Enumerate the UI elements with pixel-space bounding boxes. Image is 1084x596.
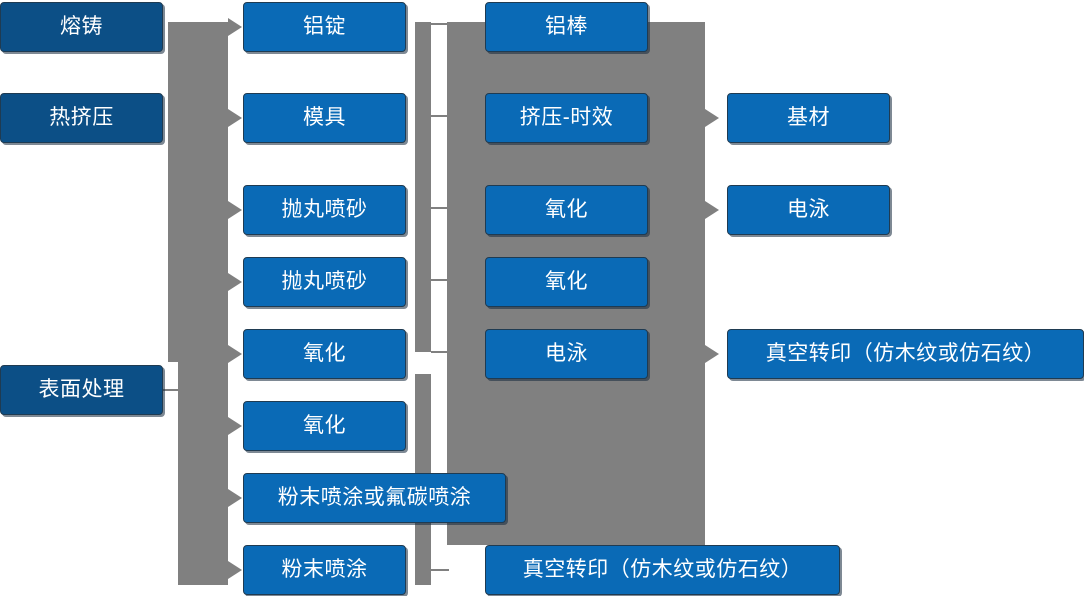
arrow-to-ingot: [228, 18, 242, 36]
process-box-mold[interactable]: 模具: [243, 93, 406, 143]
arrow-to-shotblast-1: [228, 201, 242, 219]
process-label: 铝棒: [545, 15, 588, 39]
process-label: 粉末喷涂或氟碳喷涂: [277, 486, 472, 510]
stage-box-surface-treatment[interactable]: 表面处理: [0, 365, 163, 415]
tie-line-extrude-age: [431, 115, 449, 117]
process-box-shotblast-1[interactable]: 抛丸喷砂: [243, 185, 406, 235]
arrow-to-oxidation-1: [228, 345, 242, 363]
stage-label: 熔铸: [60, 15, 103, 39]
process-box-vacuum-transfer-print-1[interactable]: 真空转印（仿木纹或仿石纹）: [485, 545, 840, 595]
tie-line-oxidation-4: [431, 279, 449, 281]
process-label: 基材: [787, 106, 830, 130]
process-label: 氧化: [545, 270, 588, 294]
process-label: 氧化: [303, 342, 346, 366]
process-box-aluminum-bar[interactable]: 铝棒: [485, 2, 648, 52]
arrow-to-shotblast-2: [228, 273, 242, 291]
process-label: 电泳: [787, 198, 830, 222]
connector-band-left-joiner: [168, 22, 228, 362]
arrow-to-powder-fluoro: [228, 489, 242, 507]
process-label: 铝锭: [303, 15, 346, 39]
process-box-oxidation-1[interactable]: 氧化: [243, 329, 406, 379]
connector-band-left-lower: [178, 362, 228, 585]
process-box-oxidation-2[interactable]: 氧化: [243, 401, 406, 451]
arrow-to-vacuum-print-2: [705, 345, 719, 363]
process-label: 挤压-时效: [519, 106, 614, 130]
arrow-to-substrate: [705, 109, 719, 127]
process-box-electrophoresis-1[interactable]: 电泳: [485, 329, 648, 379]
process-label: 粉末喷涂: [281, 558, 368, 582]
stage-box-casting[interactable]: 熔铸: [0, 2, 163, 52]
process-box-ingot[interactable]: 铝锭: [243, 2, 406, 52]
arrow-to-electro-2: [705, 201, 719, 219]
process-box-shotblast-2[interactable]: 抛丸喷砂: [243, 257, 406, 307]
connector-rail-upper: [415, 22, 431, 352]
tie-line-bar: [431, 23, 449, 25]
process-label: 模具: [303, 106, 346, 130]
stage-box-hot-extrusion[interactable]: 热挤压: [0, 93, 163, 143]
process-box-substrate[interactable]: 基材: [727, 93, 890, 143]
arrow-to-powder: [228, 561, 242, 579]
process-label: 抛丸喷砂: [281, 198, 368, 222]
stage-label: 表面处理: [38, 378, 125, 402]
process-label: 真空转印（仿木纹或仿石纹）: [765, 342, 1046, 366]
process-box-powder-or-fluorocarbon-coating[interactable]: 粉末喷涂或氟碳喷涂: [243, 473, 506, 523]
process-box-powder-coating[interactable]: 粉末喷涂: [243, 545, 406, 595]
process-box-oxidation-3[interactable]: 氧化: [485, 185, 648, 235]
arrow-to-mold: [228, 109, 242, 127]
process-label: 真空转印（仿木纹或仿石纹）: [522, 558, 803, 582]
process-label: 氧化: [545, 198, 588, 222]
tie-line-electro-1: [431, 351, 449, 353]
process-label: 抛丸喷砂: [281, 270, 368, 294]
process-box-oxidation-4[interactable]: 氧化: [485, 257, 648, 307]
process-box-extrusion-aging[interactable]: 挤压-时效: [485, 93, 648, 143]
process-label: 电泳: [545, 342, 588, 366]
process-box-electrophoresis-2[interactable]: 电泳: [727, 185, 890, 235]
process-box-vacuum-transfer-print-2[interactable]: 真空转印（仿木纹或仿石纹）: [727, 329, 1084, 379]
tie-line-oxidation-3: [431, 207, 449, 209]
stub-surface-treatment: [163, 389, 185, 391]
arrow-to-oxidation-2: [228, 417, 242, 435]
process-label: 氧化: [303, 414, 346, 438]
stage-label: 热挤压: [49, 106, 114, 130]
tie-line-vacuum-print-1: [431, 569, 449, 571]
